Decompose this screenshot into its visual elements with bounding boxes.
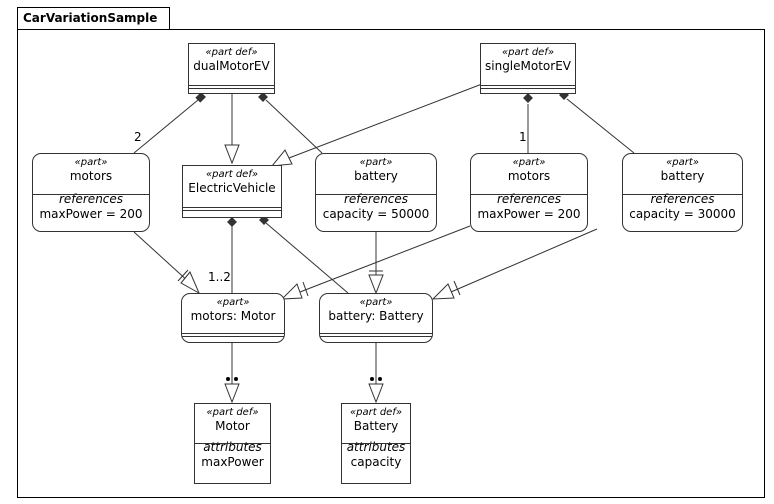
node-motors-single[interactable]: «part» motors references maxPower = 200 <box>470 153 588 232</box>
node-name: motors <box>69 169 113 183</box>
compartment-item: maxPower <box>201 455 264 469</box>
edge-motors-motor-typedby-arrow <box>224 383 240 404</box>
compartment-item: maxPower = 200 <box>477 207 581 221</box>
multiplicity-single-motors: 1 <box>519 130 527 144</box>
node-stereotype: «part def» <box>205 169 259 180</box>
edge-battery-dual-redef-arrow <box>368 274 384 295</box>
node-stereotype: «part» <box>666 157 699 168</box>
compartment-item: capacity = 50000 <box>322 207 430 221</box>
compartment-item: maxPower = 200 <box>39 207 143 221</box>
node-stereotype: «part def» <box>349 407 403 418</box>
package-tab: CarVariationSample <box>17 7 170 29</box>
package-name: CarVariationSample <box>23 11 158 25</box>
edge-single-to-battery <box>566 98 635 154</box>
node-stereotype: «part» <box>359 297 393 308</box>
node-motors-motor[interactable]: «part» motors: Motor <box>181 293 285 343</box>
edge-dual-to-battery-diamond <box>258 92 268 102</box>
edge-single-to-ev-arrow <box>270 149 293 167</box>
node-battery-battery[interactable]: «part» battery: Battery <box>319 293 433 343</box>
edge-ev-to-battery-battery <box>265 222 349 294</box>
node-stereotype: «part» <box>359 157 393 168</box>
compartment-item: capacity <box>350 455 402 469</box>
node-motor-def[interactable]: «part def» Motor attributes maxPower <box>194 403 271 484</box>
edge-dual-to-battery <box>265 99 323 154</box>
edge-motors-dual-redef-arrow <box>180 271 201 295</box>
edge-single-to-ev <box>288 83 483 159</box>
edge-battery-single-redef-arrow <box>431 283 455 300</box>
compartment-title: references <box>58 192 124 206</box>
node-battery-dual[interactable]: «part» battery references capacity = 500… <box>315 153 437 232</box>
node-motors-dual[interactable]: «part» motors references maxPower = 200 <box>32 153 150 232</box>
edge-motors-single-redef-arrow <box>280 283 303 300</box>
edge-single-to-motors-diamond <box>523 93 533 103</box>
node-battery-single[interactable]: «part» battery references capacity = 300… <box>622 153 743 232</box>
node-name: battery: Battery <box>328 309 424 323</box>
node-battery-def[interactable]: «part def» Battery attributes capacity <box>341 403 411 484</box>
node-stereotype: «part» <box>216 297 250 308</box>
compartment-title: references <box>343 192 409 206</box>
multiplicity-ev-motors: 1..2 <box>208 270 231 284</box>
edge-ev-to-motors-motor-diamond <box>227 217 237 227</box>
multiplicity-dual-motors: 2 <box>134 130 142 144</box>
compartment-title: references <box>650 192 715 206</box>
edge-motors-dual-redef <box>133 231 191 284</box>
node-dual-motor-ev[interactable]: «part def» dualMotorEV <box>188 43 275 94</box>
edge-battery-battery-typedby-arrow <box>368 383 384 404</box>
edge-dual-to-motors-diamond <box>195 92 206 103</box>
node-name: motors <box>507 169 551 183</box>
edge-battery-single-redef <box>450 228 598 293</box>
node-name: battery <box>354 169 398 183</box>
node-name: singleMotorEV <box>485 59 571 73</box>
node-stereotype: «part def» <box>206 407 259 418</box>
node-stereotype: «part» <box>512 157 546 168</box>
compartment-item: capacity = 30000 <box>629 207 736 221</box>
node-single-motor-ev[interactable]: «part def» singleMotorEV <box>480 43 576 94</box>
node-stereotype: «part def» <box>501 47 555 58</box>
node-stereotype: «part def» <box>205 47 258 58</box>
node-stereotype: «part» <box>74 157 108 168</box>
edge-dual-to-ev-arrow <box>224 144 240 165</box>
node-name: dualMotorEV <box>193 59 270 73</box>
node-name: motors: Motor <box>190 309 276 323</box>
edge-motors-single-redef <box>299 225 471 293</box>
node-name: Battery <box>353 419 399 433</box>
node-name: battery <box>660 169 705 183</box>
node-name: Motor <box>215 419 250 433</box>
node-electric-vehicle[interactable]: «part def» ElectricVehicle <box>182 165 282 218</box>
node-name: ElectricVehicle <box>188 181 276 195</box>
package-frame <box>17 29 765 498</box>
compartment-title: references <box>496 192 562 206</box>
edge-dual-to-motors <box>133 99 199 154</box>
